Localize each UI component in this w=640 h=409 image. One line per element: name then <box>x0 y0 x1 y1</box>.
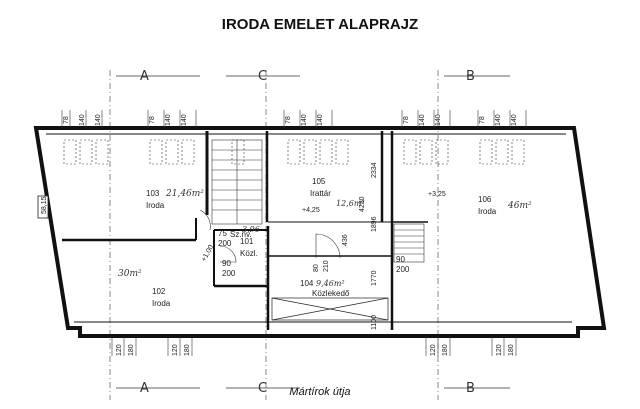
room-102-area: 30m² <box>118 269 142 279</box>
axis-label-b-bottom: B <box>466 381 475 396</box>
window-dim: 140 <box>165 114 172 126</box>
door-dim-75: 75 <box>218 229 227 238</box>
room-sz-label: Sz.nv. <box>230 230 252 239</box>
dim-1770: 1770 <box>371 270 378 286</box>
door-dim-200: 200 <box>218 239 232 248</box>
window-dim: 78 <box>149 116 156 124</box>
dim-4230: 4230 <box>359 196 366 212</box>
door-dim-210: 210 <box>323 260 330 272</box>
door-labels: 75 200 90 200 90 200 <box>218 229 410 278</box>
room-101-number: 101 <box>240 237 254 246</box>
room-105-number: 105 <box>312 177 326 186</box>
corridor-hatch <box>271 297 389 321</box>
wall-column <box>37 195 49 219</box>
window-dim: 78 <box>403 116 410 124</box>
room-103-name: Iroda <box>146 201 165 210</box>
axis-label-a-top: A <box>140 69 149 84</box>
window-dim: 120 <box>116 344 123 356</box>
door-dim-90: 90 <box>222 259 231 268</box>
room-labels: 103 Iroda 21,46m² 102 Iroda 30m² 105 Ira… <box>118 177 532 308</box>
door-dim-200: 200 <box>222 269 236 278</box>
room-102-name: Iroda <box>152 299 171 308</box>
roof-windows <box>63 139 525 165</box>
window-dim: 140 <box>495 114 502 126</box>
window-dim: 78 <box>63 116 70 124</box>
door-swings <box>199 209 341 263</box>
room-104-area: 9,46m² <box>316 279 345 288</box>
door-dim-90: 90 <box>396 255 405 264</box>
dim-2334: 2334 <box>371 162 378 178</box>
window-dim: 140 <box>301 114 308 126</box>
interior-walls <box>62 131 428 330</box>
window-dim: 140 <box>95 114 102 126</box>
room-104-number: 104 <box>300 279 314 288</box>
dim-1896: 1896 <box>371 216 378 232</box>
plan-title: IRODA EMELET ALAPRAJZ <box>221 16 419 33</box>
door-dim-80: 80 <box>313 264 320 272</box>
level-marker: +1,00 <box>201 244 216 263</box>
window-dim: 180 <box>128 344 135 356</box>
stair-left <box>211 139 263 225</box>
room-106-name: Iroda <box>478 207 497 216</box>
axis-label-a-bottom: A <box>140 381 149 396</box>
room-106-number: 106 <box>478 195 492 204</box>
window-dim: 140 <box>419 114 426 126</box>
room-101-area: 3,96 <box>242 225 260 234</box>
window-dims-bottom: 120 180 120 180 120 180 120 180 <box>116 344 515 356</box>
room-104-name: Közlekedő <box>312 289 350 298</box>
axis-label-b-top: B <box>466 69 475 84</box>
window-dim: 140 <box>79 114 86 126</box>
exterior-walls <box>33 126 607 338</box>
window-dim: 140 <box>435 114 442 126</box>
room-106-level: +3,25 <box>428 191 446 198</box>
axis-lines <box>109 70 439 400</box>
vertical-dims: 2334 4230 1896 436 1770 1100 80 210 +1,0… <box>201 162 378 330</box>
dim-436: 436 <box>342 234 349 246</box>
room-105-level: +4,25 <box>302 207 320 214</box>
room-106-area: 46m² <box>507 201 532 211</box>
window-dim: 140 <box>511 114 518 126</box>
window-dim: 140 <box>181 114 188 126</box>
room-101-name: Közl. <box>240 249 258 258</box>
axis-label-c-bottom: C <box>258 381 267 396</box>
street-name-caption: Mártírok útja <box>289 386 351 398</box>
door-dim-200: 200 <box>396 265 410 274</box>
dim-1100: 1100 <box>371 315 378 330</box>
room-103-number: 103 <box>146 189 160 198</box>
room-103-area: 21,46m² <box>165 189 204 199</box>
window-dims-top: 78 140 140 78 140 140 78 140 140 78 140 … <box>63 114 518 126</box>
window-dim: 180 <box>442 344 449 356</box>
room-105-area: 12,6m² <box>336 199 365 208</box>
window-dim: 120 <box>430 344 437 356</box>
window-dim: 120 <box>496 344 503 356</box>
stair-right <box>393 223 425 263</box>
room-102-number: 102 <box>152 287 166 296</box>
window-dim-ticks <box>61 110 527 356</box>
window-dim: 180 <box>184 344 191 356</box>
window-dim: 180 <box>508 344 515 356</box>
axis-label-c-top: C <box>258 69 267 84</box>
window-dim: 120 <box>172 344 179 356</box>
window-dim: 140 <box>317 114 324 126</box>
room-105-name: Irattár <box>310 189 331 198</box>
axis-ticks <box>116 75 510 389</box>
window-dim: 78 <box>285 116 292 124</box>
wall-dim-5815: 58,15 <box>41 196 48 214</box>
window-dim: 78 <box>479 116 486 124</box>
